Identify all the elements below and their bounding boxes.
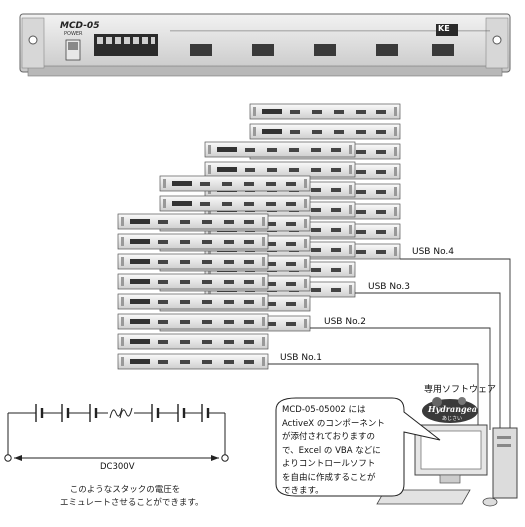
- device-model-label: MCD-05: [60, 21, 100, 31]
- bubble-line: で、Excel の VBA などに: [282, 445, 381, 456]
- usb-label-4: USB No.4: [412, 247, 455, 257]
- bubble-line: できます。: [282, 486, 324, 496]
- bubble-line: を自由に作成することが: [282, 472, 376, 483]
- hydrangea-logo: [422, 397, 478, 423]
- software-logo-text: Hydrangea: [428, 404, 477, 414]
- speech-bubble-text: MCD-05-05002 には ActiveX のコンポーネント が添付されてお…: [282, 404, 402, 499]
- caption-line: このようなスタックの電圧を: [69, 485, 181, 495]
- bubble-line: ActiveX のコンポーネント: [282, 418, 385, 429]
- device-front-panel: [19, 13, 511, 77]
- software-title: 専用ソフトウェア: [424, 385, 497, 395]
- pc-illustration: [376, 424, 518, 507]
- bubble-line: が添付されておりますの: [282, 432, 375, 442]
- voltage-label: DC300V: [100, 462, 135, 472]
- bubble-line: よりコントロールソフト: [282, 459, 376, 469]
- speech-bubble: [275, 397, 441, 497]
- caption-line: エミュレートさせることができます。: [60, 498, 204, 508]
- cell-stack-circuit: [7, 404, 226, 461]
- usb-label-1: USB No.1: [280, 353, 323, 363]
- software-logo-subtext: あじさい: [442, 416, 463, 422]
- device-logo: KE: [438, 24, 450, 33]
- usb-label-3: USB No.3: [368, 282, 411, 292]
- bubble-line: MCD-05-05002 には: [282, 405, 366, 415]
- caption: このようなスタックの電圧を エミュレートさせることができます。: [60, 484, 204, 510]
- usb-label-2: USB No.2: [324, 317, 367, 327]
- power-label: POWER: [64, 31, 83, 37]
